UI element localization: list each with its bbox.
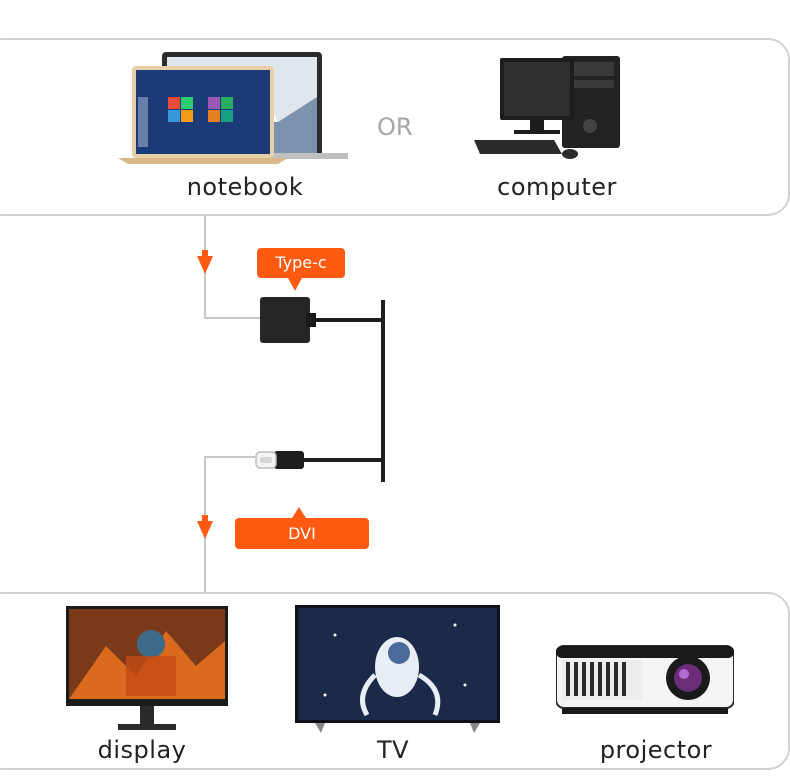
type-c-plug bbox=[274, 451, 304, 469]
dvi-adapter-box bbox=[260, 297, 310, 343]
display-image bbox=[66, 606, 228, 732]
tv-image bbox=[295, 605, 500, 737]
type-c-tag: Type-c bbox=[257, 248, 345, 278]
arrow-down-stem bbox=[202, 250, 208, 258]
dvi-tag: DVI bbox=[235, 518, 369, 549]
tv-label: TV bbox=[376, 736, 410, 764]
type-c-tag-label: Type-c bbox=[275, 253, 327, 272]
arrow-down-icon bbox=[197, 521, 213, 539]
projector-label: projector bbox=[599, 736, 713, 764]
notebook-label: notebook bbox=[186, 173, 304, 201]
or-separator: OR bbox=[377, 113, 413, 141]
computer-label: computer bbox=[497, 173, 617, 201]
adapter-cable bbox=[300, 300, 385, 482]
target-connection-line bbox=[204, 456, 255, 592]
computer-image bbox=[472, 54, 632, 164]
projector-image bbox=[555, 640, 735, 720]
display-label: display bbox=[97, 736, 187, 764]
arrow-down-stem bbox=[202, 515, 208, 523]
dvi-tag-label: DVI bbox=[288, 524, 316, 543]
source-devices-panel bbox=[0, 38, 790, 216]
arrow-down-icon bbox=[197, 256, 213, 274]
notebook-image bbox=[118, 52, 353, 170]
